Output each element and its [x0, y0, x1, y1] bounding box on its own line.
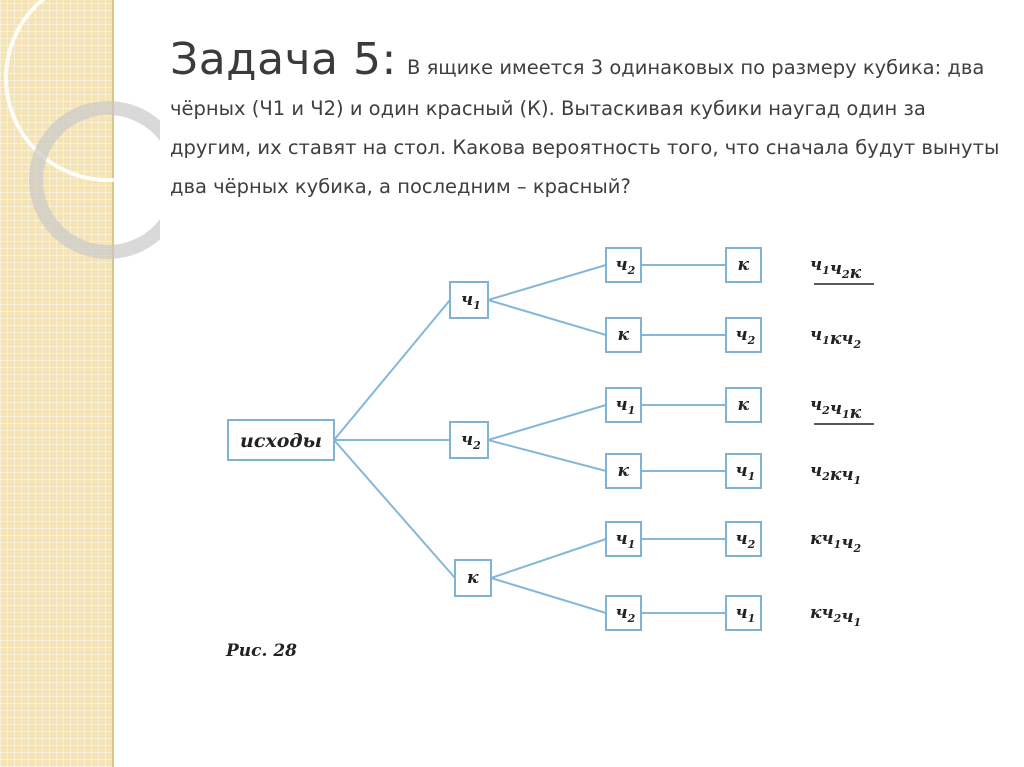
node-l3-6-label: ч1: [736, 603, 756, 625]
node-l2-6: ч2: [605, 595, 642, 631]
outcome-2: ч1кч2: [810, 325, 861, 351]
node-l1-3-label: к: [467, 568, 479, 588]
edge-l1-l2-3: [487, 404, 607, 441]
node-l2-3: ч1: [605, 387, 642, 423]
node-l3-2-label: ч2: [736, 325, 756, 347]
node-root-label: исходы: [240, 430, 322, 452]
outcome-6: кч2ч1: [810, 603, 861, 629]
outcome-1: ч1ч2к: [810, 255, 862, 283]
edge-root-l1-3: [333, 439, 456, 579]
edge-l1-l2-1: [487, 264, 607, 301]
node-l2-3-label: ч1: [616, 395, 636, 417]
outcome-5: кч1ч2: [810, 529, 861, 555]
node-l3-5: ч2: [725, 521, 762, 557]
node-l2-1: ч2: [605, 247, 642, 283]
title-body: В ящике имеется 3 одинаковых по размеру …: [170, 56, 1000, 198]
decorative-circle-large: [4, 0, 160, 182]
edge-l1-l2-4: [487, 439, 607, 472]
edge-l1-l2-5: [490, 538, 607, 579]
title-lead: Задача 5:: [170, 34, 397, 85]
node-l3-6: ч1: [725, 595, 762, 631]
slide-title: Задача 5: В ящике имеется 3 одинаковых п…: [170, 34, 1000, 202]
node-l3-3-label: к: [738, 395, 750, 415]
decorative-circle-small: [29, 101, 160, 259]
tree-edges: [333, 264, 726, 614]
edge-l1-l2-6: [490, 577, 607, 614]
node-l2-1-label: ч2: [616, 255, 636, 277]
node-l2-6-label: ч2: [616, 603, 636, 625]
node-l1-1: ч1: [449, 281, 489, 319]
node-l1-3: к: [454, 559, 492, 597]
tree-nodes: исходы ч1 ч2 к ч2 к ч1 к ч1 ч2 к ч2 к ч1 ч2 ч1: [227, 247, 762, 631]
node-l2-5: ч1: [605, 521, 642, 557]
figure-caption: Рис. 28: [225, 641, 297, 661]
node-l3-3: к: [725, 387, 762, 423]
node-l2-4: к: [605, 453, 642, 489]
node-l3-5-label: ч2: [736, 529, 756, 551]
node-l1-1-label: ч1: [461, 290, 481, 312]
outcome-3: ч2ч1к: [810, 395, 862, 423]
node-l2-2-label: к: [618, 325, 630, 345]
edge-l1-l2-2: [487, 299, 607, 336]
decorative-circles: [4, 0, 160, 259]
node-l3-2: ч2: [725, 317, 762, 353]
node-root: исходы: [227, 419, 335, 461]
node-l3-4: ч1: [725, 453, 762, 489]
outcome-4: ч2кч1: [810, 461, 861, 487]
node-l2-2: к: [605, 317, 642, 353]
outcome-list: ч1ч2к ч1кч2 ч2ч1к ч2кч1 кч1ч2 кч2ч1: [810, 255, 874, 629]
node-l2-5-label: ч1: [616, 529, 636, 551]
edge-root-l1-1: [333, 299, 451, 441]
node-l3-4-label: ч1: [736, 461, 756, 483]
node-l1-2: ч2: [449, 421, 489, 459]
node-l1-2-label: ч2: [461, 430, 481, 452]
node-l3-1-label: к: [738, 255, 750, 275]
node-l2-4-label: к: [618, 461, 630, 481]
node-l3-1: к: [725, 247, 762, 283]
